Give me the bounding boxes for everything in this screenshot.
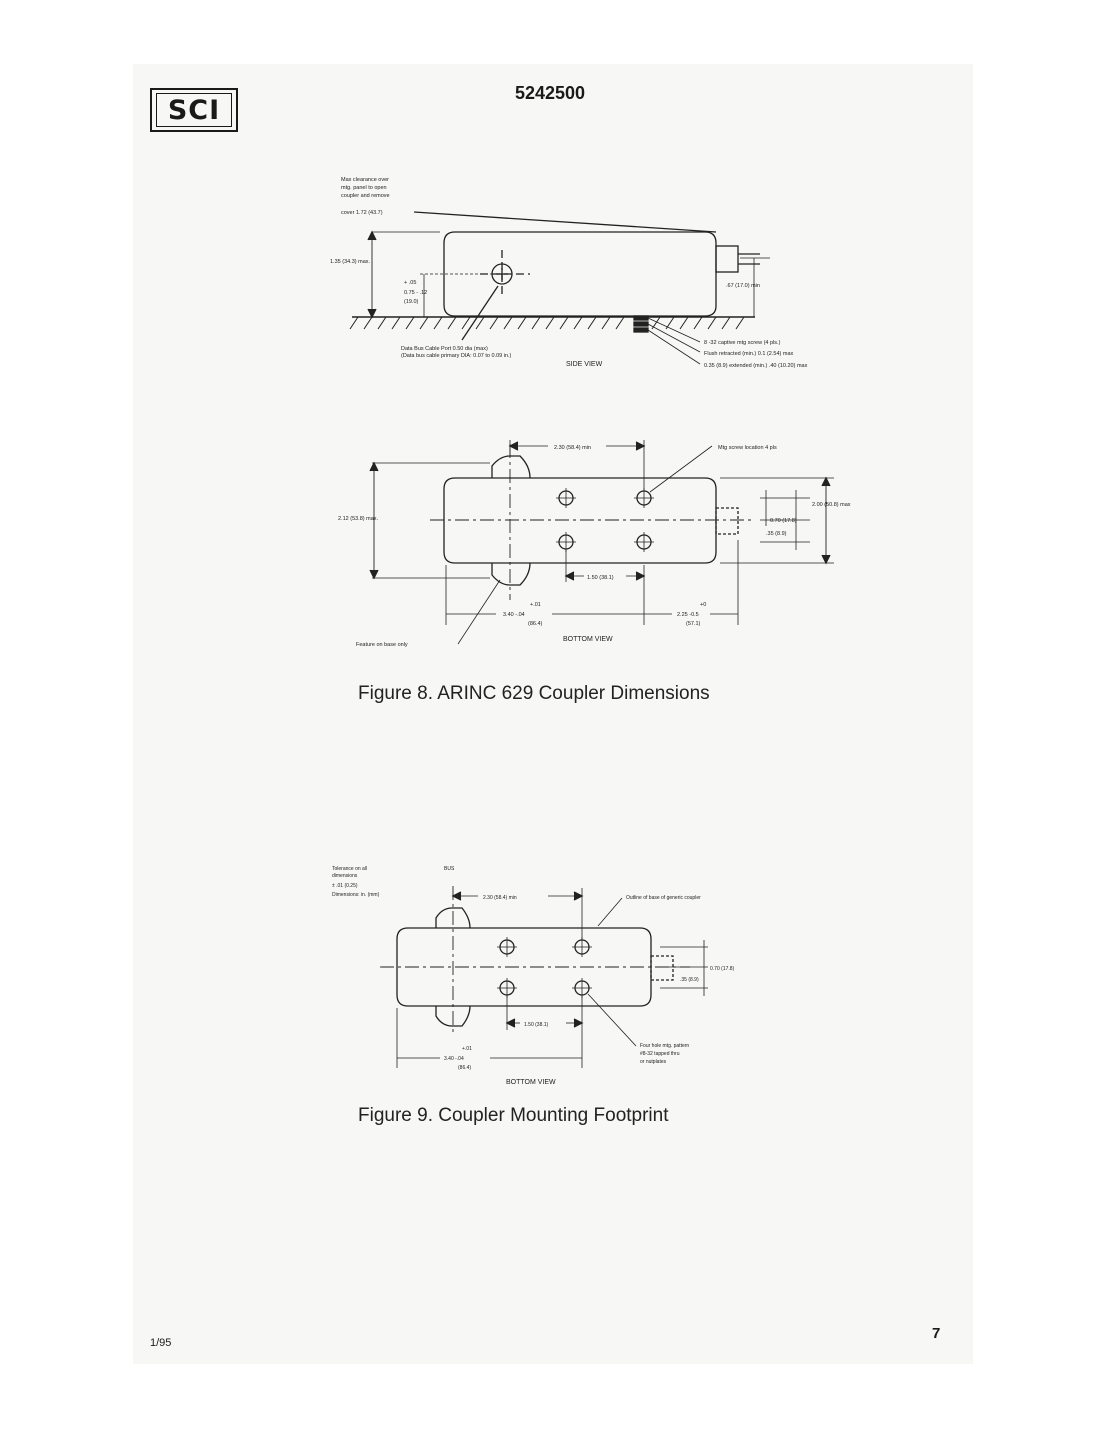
footprint-foot-bottom <box>435 1005 471 1027</box>
tolerance-note-line: dimensions <box>332 873 358 879</box>
len-b-tol: +0 <box>700 602 706 608</box>
width-top-dim: 2.30 (58.4) min <box>554 445 591 451</box>
bottom-view-label: BOTTOM VIEW <box>563 636 613 643</box>
len-a-dim: 3.40 -.04 <box>503 612 525 618</box>
tolerance-note-line: ± .01 (0.25) <box>332 883 358 889</box>
fp-spacing-b-dim: .35 (8.9) <box>680 977 699 983</box>
coupler-side-body <box>443 231 717 317</box>
fp-hole-pitch-dim: 1.50 (38.1) <box>524 1022 549 1028</box>
bottom-view-labels: 2.30 (58.4) min Mtg screw location 4 pls… <box>338 445 851 648</box>
part-number: 5242500 <box>514 83 586 103</box>
fp-spacing-a-dim: 0.70 (17.8) <box>710 966 735 972</box>
hole-pitch-dim: 1.50 (38.1) <box>587 575 614 581</box>
clearance-line <box>413 211 717 233</box>
len-b-mm: (57.1) <box>686 621 701 627</box>
side-view-label: SIDE VIEW <box>566 361 603 368</box>
len-a-mm: (86.4) <box>528 621 543 627</box>
port-height-mm: (19.0) <box>404 299 419 305</box>
len-a-tol: +.01 <box>530 602 541 608</box>
fp-len-mm: (86.4) <box>458 1065 471 1071</box>
screw-location-note: Mtg screw location 4 pls <box>718 445 777 451</box>
sci-logo: SCI <box>150 88 238 132</box>
spacing-a-dim: 0.70 (17.8) <box>770 518 797 524</box>
sci-logo-text: SCI <box>156 93 232 127</box>
page-number: 7 <box>932 1325 941 1342</box>
hole-note-line: #8-32 tapped thru <box>640 1051 680 1057</box>
spacing-b-dim: .35 (8.9) <box>766 531 787 537</box>
port-tol-plus: + .05 <box>404 280 416 286</box>
coupler-bottom-body <box>443 477 717 564</box>
figure-9-labels: Tolerance on all dimensions ± .01 (0.25)… <box>332 866 735 1071</box>
port-height-dim: 0.75 - .12 <box>404 290 427 296</box>
screw-note-line: Flush retracted (min.) 0.1 (2.54) max <box>704 351 794 357</box>
clearance-note-line: cover 1.72 (43.7) <box>341 210 383 216</box>
feature-note: Feature on base only <box>356 642 408 648</box>
figure-8-caption: Figure 8. ARINC 629 Coupler Dimensions <box>358 683 710 704</box>
side-connector <box>715 245 739 273</box>
bottom-height-dim: 2.12 (53.8) max. <box>338 516 379 522</box>
base-foot-top <box>491 455 531 479</box>
footprint-foot-top <box>435 907 471 929</box>
footer-date: 1/95 <box>150 1337 172 1349</box>
outline-note: Outline of base of generic coupler <box>626 895 701 901</box>
bus-label: BUS <box>444 866 455 872</box>
port-note-line: (Data bus cable primary DIA: 0.07 to 0.0… <box>401 353 512 359</box>
len-b-dim: 2.25 -0.5 <box>677 612 699 618</box>
screw-note-line: 8 -32 captive mtg screw (4 pls.) <box>704 340 781 346</box>
right-height-dim: 2.00 (50.8) max <box>812 502 851 508</box>
fp-view-label: BOTTOM VIEW <box>506 1079 556 1086</box>
hole-note-line: Four hole mtg. pattern <box>640 1043 689 1049</box>
tolerance-note-line: Dimensions: in. (mm) <box>332 892 380 898</box>
clearance-note-line: coupler and remove <box>341 193 390 199</box>
fp-len-tol: +.01 <box>462 1046 472 1052</box>
fp-len-dim: 3.40 -.04 <box>444 1056 464 1062</box>
hole-note-line: or nutplates <box>640 1059 667 1065</box>
port-note-line: Data Bus Cable Port 0.50 dia (max) <box>401 346 488 352</box>
screw-note-line: 0.35 (8.9) extended (min.) .40 (10.20) m… <box>704 363 808 369</box>
clearance-note-line: Max clearance over <box>341 177 389 183</box>
tolerance-note-line: Tolerance on all <box>332 866 367 872</box>
base-foot-bottom <box>491 562 531 586</box>
ground-hatching <box>349 316 745 330</box>
side-view-labels: Max clearance over mtg. panel to open co… <box>330 177 808 369</box>
fp-width-top-dim: 2.30 (58.4) min <box>483 895 517 901</box>
figure-9-caption: Figure 9. Coupler Mounting Footprint <box>358 1105 669 1126</box>
connector-height-dim: .67 (17.0) min <box>726 283 760 289</box>
footprint-outline <box>396 927 652 1007</box>
document-page <box>133 64 973 1364</box>
clearance-note-line: mtg. panel to open <box>341 185 387 191</box>
side-height-dim: 1.35 (34.3) max. <box>330 259 371 265</box>
